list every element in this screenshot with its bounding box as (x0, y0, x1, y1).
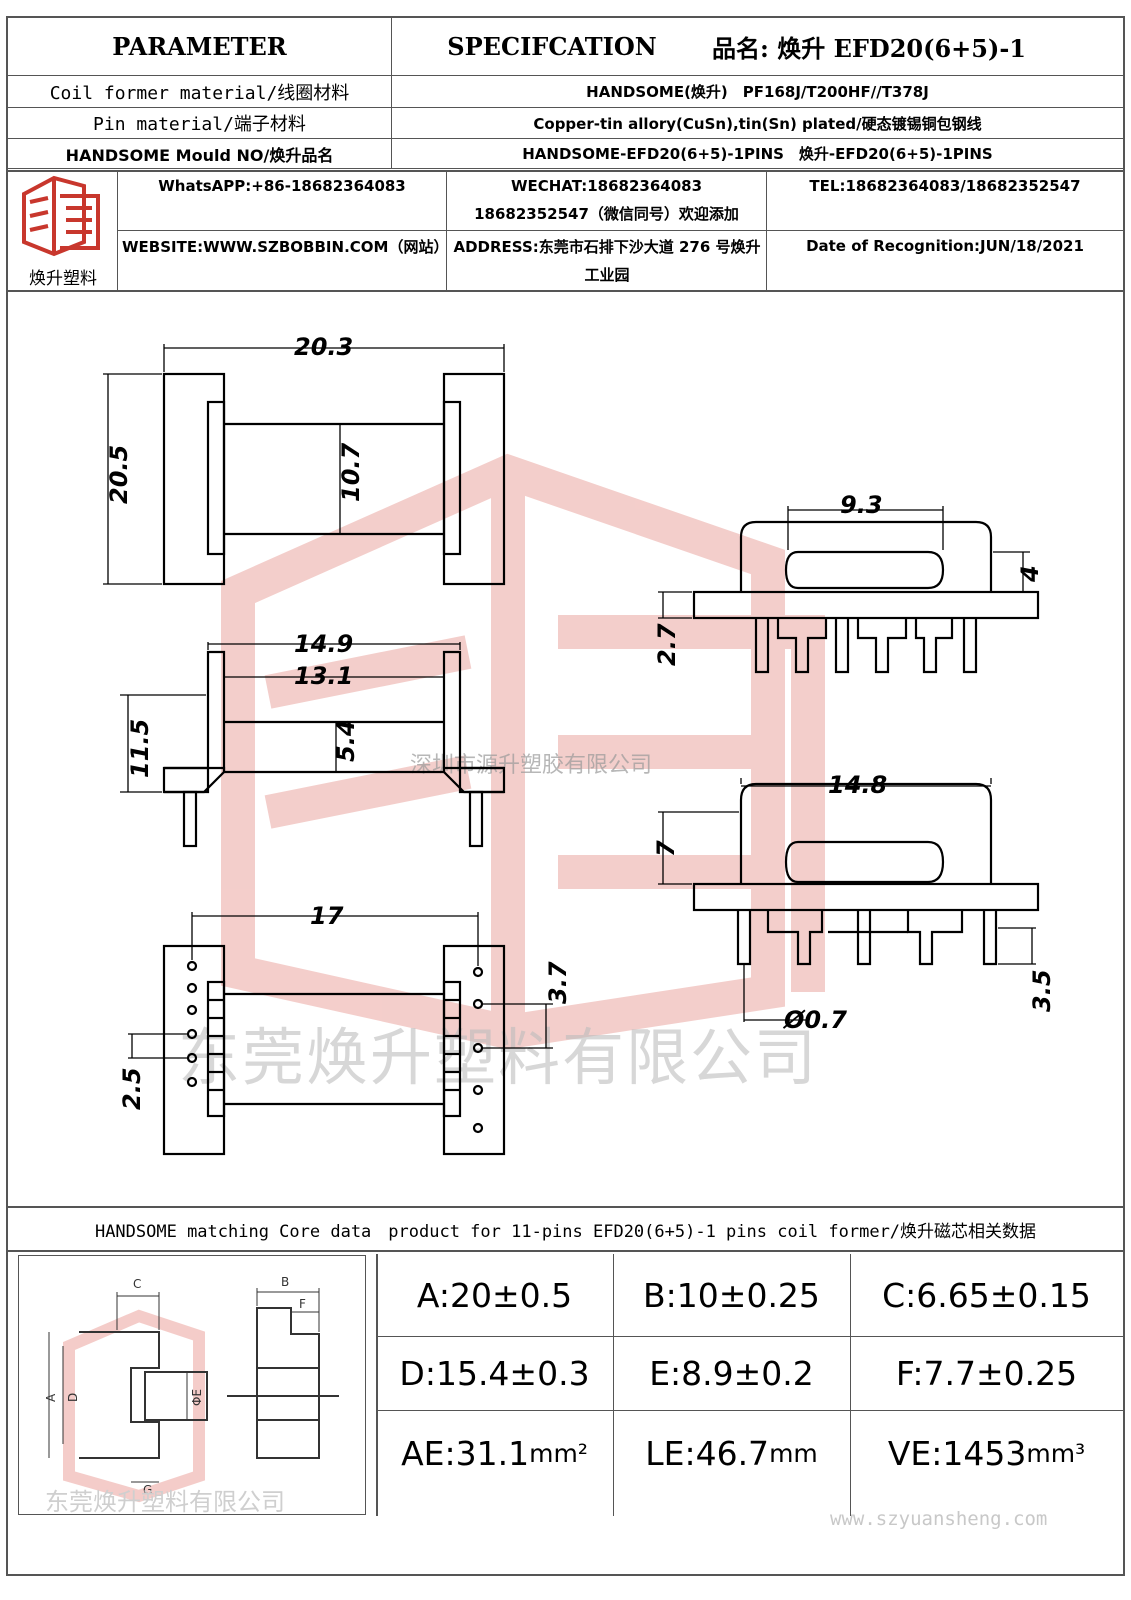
core-label-d: D (66, 1393, 80, 1402)
param-f: F:7.7±0.25 (895, 1353, 1078, 1393)
divider (117, 230, 1125, 231)
dim-7: 7 (652, 840, 680, 857)
address: ADDRESS:东莞市石排下沙大道 276 号焕升工业园 (453, 238, 761, 284)
param-le-unit: mm (769, 1438, 818, 1468)
core-watermark: 东莞焕升塑料有限公司 (45, 1488, 285, 1516)
recognition-date: Date of Recognition:JUN/18/2021 (806, 237, 1084, 255)
dim-20-5: 20.5 (105, 445, 133, 504)
divider (6, 75, 1125, 76)
core-drawing: C B F A D ΦE G 东莞焕升塑料有限公司 (18, 1255, 366, 1516)
document-frame (6, 16, 1125, 1576)
website: WEBSITE:WWW.SZBOBBIN.COM（网站） (122, 238, 449, 256)
flange-left-inner (206, 400, 226, 556)
whatsapp: WhatsAPP:+86-18682364083 (158, 177, 406, 195)
flange-right (442, 372, 506, 586)
dim-11-5: 11.5 (126, 719, 154, 778)
core-label-e: ΦE (190, 1389, 204, 1406)
divider (6, 138, 1125, 139)
watermark-text-small: 深圳市源升塑胶有限公司 (410, 753, 653, 778)
footer-url: www.szyuansheng.com (830, 1508, 1048, 1530)
wechat: WECHAT:18682364083 18682352547（微信同号）欢迎添加 (447, 172, 766, 230)
core-data-title: HANDSOME matching Core data product for … (94, 1221, 1037, 1242)
dim-3-7: 3.7 (544, 961, 572, 1004)
dimension-lines (103, 344, 505, 585)
wechat-line-1: WECHAT:18682364083 (510, 177, 702, 195)
side-view-2 (692, 782, 1040, 966)
watermark-logo-icon (221, 453, 825, 1050)
divider (446, 170, 447, 290)
dim-20-3: 20.3 (294, 333, 353, 361)
divider (6, 107, 1125, 108)
core-label-a: A (44, 1393, 58, 1402)
dim-17: 17 (310, 902, 344, 930)
dim-9-3: 9.3 (840, 491, 883, 519)
divider (766, 170, 767, 290)
dim-4: 4 (1016, 565, 1044, 583)
dim-14-8: 14.8 (828, 771, 887, 799)
dim-3-5: 3.5 (1028, 969, 1056, 1012)
divider (117, 170, 118, 290)
core-params-grid: A:20±0.5 B:10±0.25 C:6.65±0.15 D:15.4±0.… (376, 1254, 1123, 1516)
param-ae-unit: mm² (529, 1438, 588, 1468)
param-ae-value: AE:31.1 (401, 1433, 530, 1473)
mould-no-value: HANDSOME-EFD20(6+5)-1PINS 焕升-EFD20(6+5)-… (522, 145, 993, 163)
dim-pin-diameter: Ø0.7 (782, 1006, 847, 1034)
param-ve-unit: mm³ (1026, 1438, 1086, 1468)
drawing-svg: 20.3 20.5 10.7 9.3 4 2.7 14.9 13.1 11.5 … (103, 333, 1056, 1156)
pin-material-value: Copper-tin allory(CuSn),tin(Sn) plated/硬… (533, 114, 982, 133)
coil-material-label: Coil former material/线圈材料 (49, 82, 350, 104)
logo-text: 焕升塑料 (29, 269, 97, 289)
telephone: TEL:18682364083/18682352547 (809, 177, 1081, 195)
logo-mark-icon (22, 175, 100, 257)
core-drawing-svg: C B F A D ΦE G (44, 1275, 339, 1503)
mould-no-label: HANDSOME Mould NO/焕升品名 (65, 145, 334, 165)
param-le-value: LE:46.7 (645, 1433, 770, 1473)
dim-14-9: 14.9 (294, 630, 353, 658)
dim-13-1: 13.1 (294, 662, 353, 690)
front-view (162, 650, 506, 848)
param-c: C:6.65±0.15 (882, 1275, 1091, 1315)
param-d: D:15.4±0.3 (399, 1353, 590, 1393)
core-label-b: B (281, 1275, 289, 1289)
wechat-line-2: 18682352547（微信同号）欢迎添加 (474, 205, 739, 223)
company-logo: 焕升塑料 (14, 172, 112, 289)
watermark-text-big: 东莞焕升塑料有限公司 (178, 1021, 819, 1094)
top-view (162, 372, 506, 586)
core-label-c: C (133, 1277, 141, 1291)
technical-drawing: 深圳市源升塑胶有限公司 东莞焕升塑料有限公司 (8, 292, 1123, 1206)
param-ve-value: VE:1453 (887, 1433, 1027, 1473)
param-b: B:10±0.25 (643, 1275, 820, 1315)
divider (6, 1250, 1125, 1252)
divider (391, 16, 392, 168)
core-label-f: F (299, 1297, 306, 1311)
param-e: E:8.9±0.2 (649, 1353, 814, 1393)
param-a: A:20±0.5 (416, 1275, 573, 1315)
dim-10-7: 10.7 (337, 442, 365, 502)
product-name: 品名: 焕升 EFD20(6+5)-1 (712, 34, 1026, 63)
parameter-heading: PARAMETER (112, 32, 287, 61)
specification-heading: SPECIFCATION (447, 32, 657, 61)
divider (6, 170, 1125, 172)
core-label-g: G (143, 1483, 152, 1497)
dim-2-7: 2.7 (653, 623, 681, 666)
dim-5-4: 5.4 (332, 719, 360, 762)
pin-material-label: Pin material/端子材料 (93, 114, 306, 135)
bottom-view (162, 944, 506, 1156)
side-view-1 (692, 520, 1040, 674)
flange-right-inner (442, 400, 462, 556)
divider (6, 168, 1125, 169)
flange-left (162, 372, 226, 586)
coil-material-value: HANDSOME(焕升) PF168J/T200HF//T378J (586, 83, 929, 101)
dim-2-5: 2.5 (118, 1067, 146, 1110)
divider (6, 290, 1125, 292)
divider (6, 1206, 1125, 1208)
